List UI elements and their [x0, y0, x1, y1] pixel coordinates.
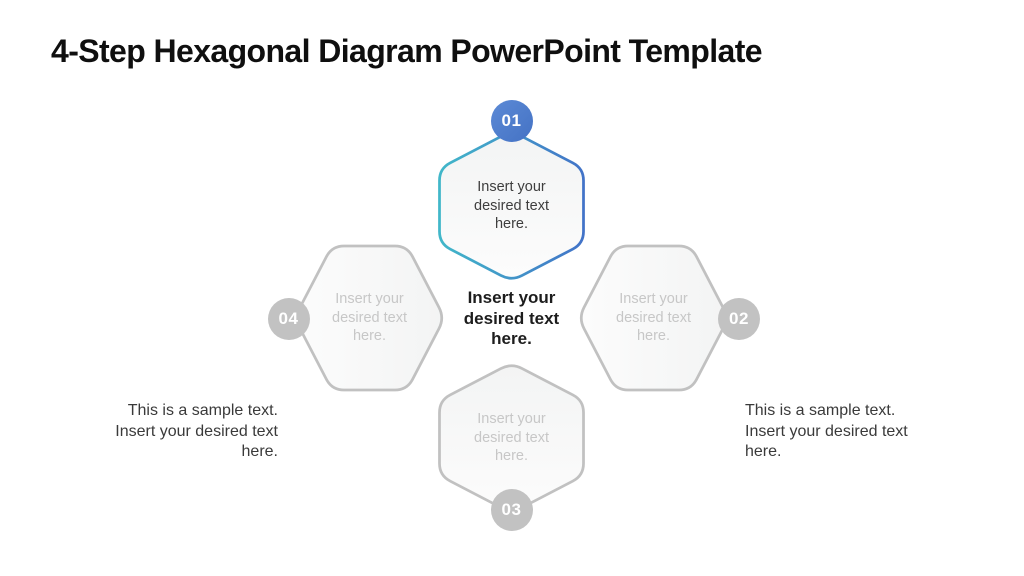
step-4-placeholder[interactable]: Insert your desired text here.: [332, 291, 407, 344]
step-1-number: 01: [501, 110, 522, 130]
step-1-badge[interactable]: 01: [490, 99, 533, 142]
right-note[interactable]: This is a sample text. Insert your desir…: [745, 402, 908, 460]
step-2-badge[interactable]: 02: [718, 297, 760, 340]
center-text-placeholder[interactable]: Insert your desired text here.: [463, 288, 560, 348]
step-4-badge[interactable]: 04: [267, 297, 310, 340]
slide-title[interactable]: 4-Step Hexagonal Diagram PowerPoint Temp…: [51, 33, 763, 69]
step-3-number: 03: [501, 499, 522, 519]
step-3-placeholder[interactable]: Insert your desired text here.: [474, 411, 549, 464]
step-1-placeholder[interactable]: Insert your desired text here.: [474, 179, 549, 232]
step-2-placeholder[interactable]: Insert your desired text here.: [616, 291, 691, 344]
left-note[interactable]: This is a sample text. Insert your desir…: [115, 402, 278, 460]
step-4-number: 04: [278, 308, 299, 328]
step-2-number: 02: [729, 308, 749, 328]
step-3-badge[interactable]: 03: [490, 488, 533, 531]
